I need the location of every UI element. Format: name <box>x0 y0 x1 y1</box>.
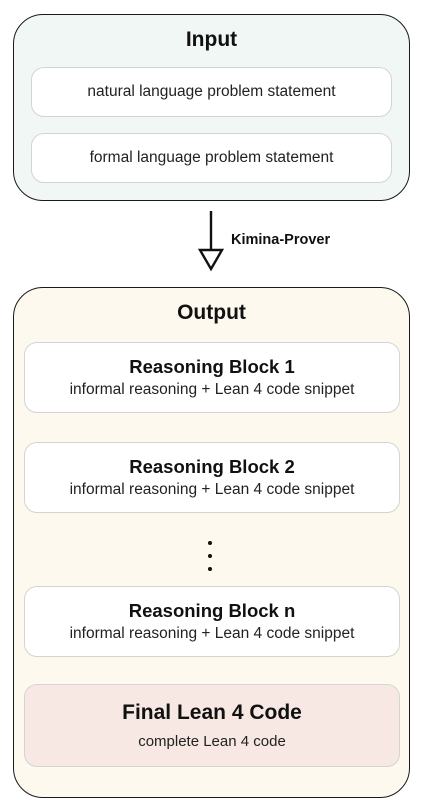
reasoning-block-n-subtitle: informal reasoning + Lean 4 code snippet <box>69 625 355 642</box>
output-panel: Output Reasoning Block 1 informal reason… <box>13 287 410 798</box>
reasoning-block-1-title: Reasoning Block 1 <box>129 356 295 377</box>
formal-language-statement-box: formal language problem statement <box>31 133 392 183</box>
natural-language-statement-box: natural language problem statement <box>31 67 392 117</box>
formal-language-statement-label: formal language problem statement <box>89 149 334 166</box>
reasoning-block-1: Reasoning Block 1 informal reasoning + L… <box>24 342 400 413</box>
vertical-ellipsis-icon <box>208 541 212 571</box>
input-panel: Input natural language problem statement… <box>13 14 410 201</box>
arrow-label: Kimina-Prover <box>231 232 331 248</box>
reasoning-block-1-subtitle: informal reasoning + Lean 4 code snippet <box>69 381 355 398</box>
reasoning-block-2-subtitle: informal reasoning + Lean 4 code snippet <box>69 481 355 498</box>
input-title: Input <box>185 28 238 51</box>
output-title: Output <box>177 301 246 324</box>
final-lean-code-title: Final Lean 4 Code <box>122 701 302 724</box>
natural-language-statement-label: natural language problem statement <box>87 83 336 100</box>
final-lean-code-box: Final Lean 4 Code complete Lean 4 code <box>24 684 400 767</box>
final-lean-code-subtitle: complete Lean 4 code <box>138 733 286 750</box>
down-arrow-icon <box>197 211 225 272</box>
reasoning-block-2-title: Reasoning Block 2 <box>129 456 295 477</box>
reasoning-block-n: Reasoning Block n informal reasoning + L… <box>24 586 400 657</box>
reasoning-block-n-title: Reasoning Block n <box>128 600 296 621</box>
reasoning-block-2: Reasoning Block 2 informal reasoning + L… <box>24 442 400 513</box>
